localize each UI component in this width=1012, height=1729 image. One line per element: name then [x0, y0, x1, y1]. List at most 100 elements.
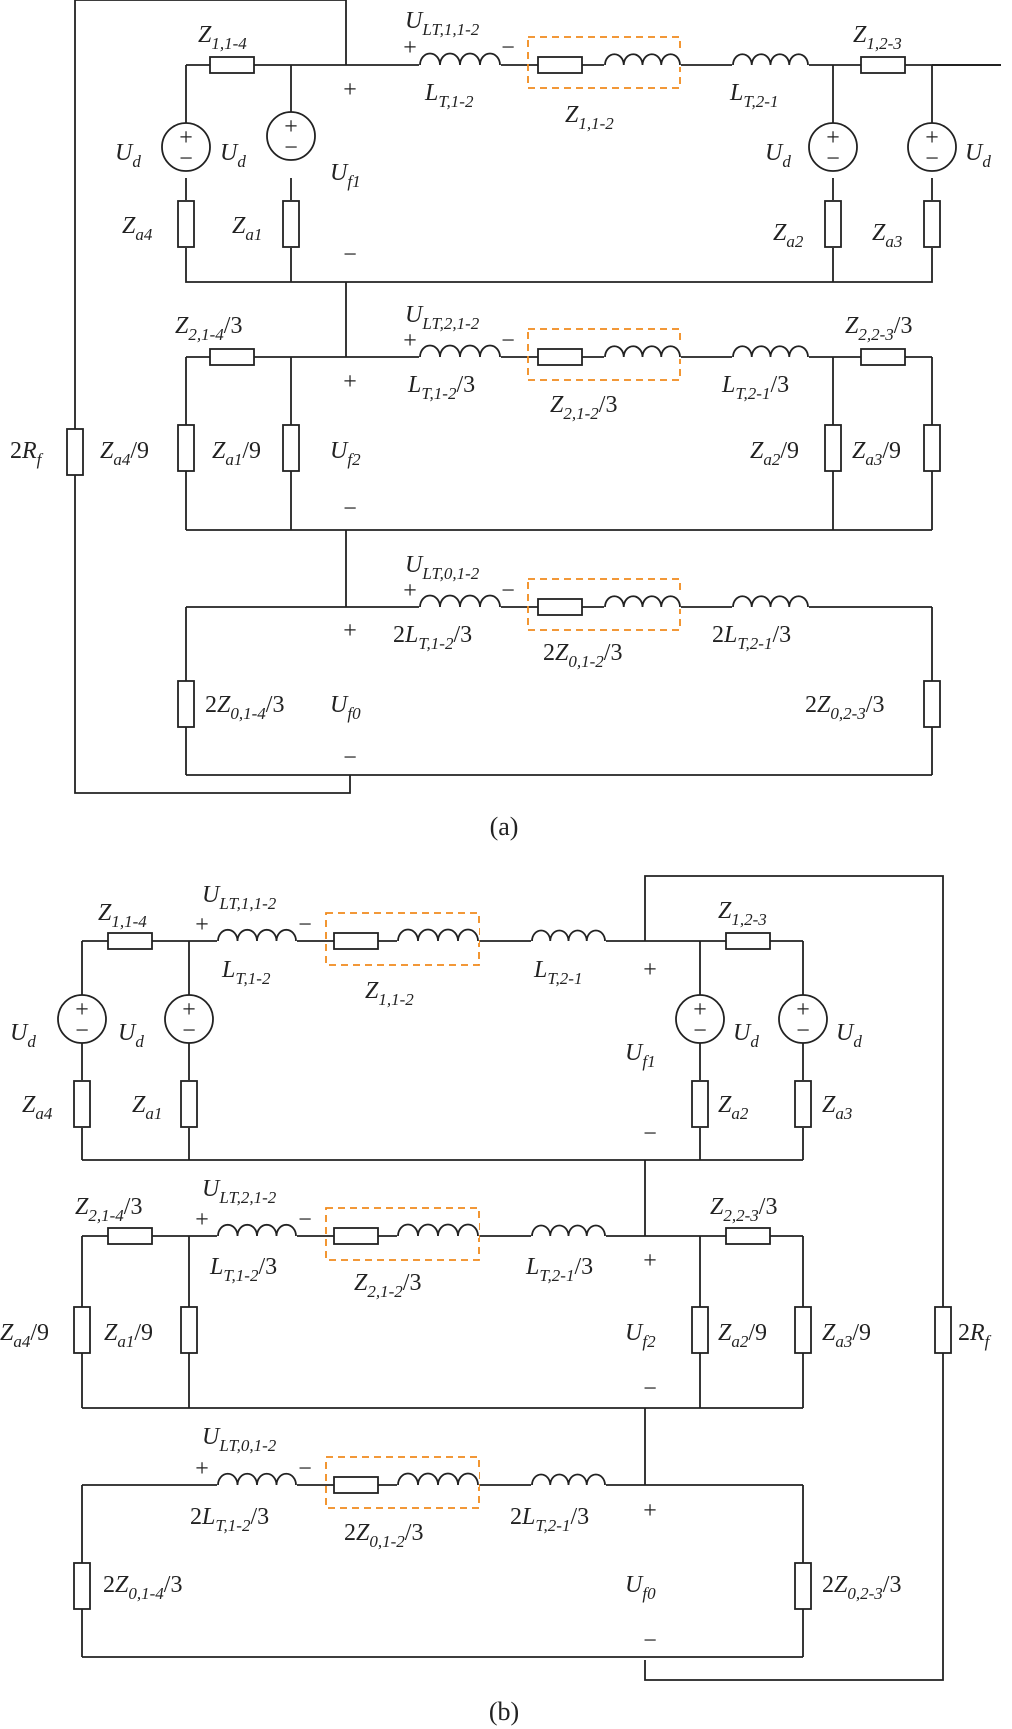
resistor-icon: [177, 200, 195, 248]
label-uf2: Uf2: [625, 1320, 656, 1351]
plus-sign: +: [403, 578, 417, 604]
source-plus: +: [826, 125, 840, 151]
inductor-icon: [531, 1224, 606, 1237]
label-za2: Za2: [773, 220, 804, 251]
label-z023_2_3: 2Z0,2-3/3: [805, 692, 884, 723]
caption-a: (a): [490, 812, 519, 841]
source-plus: +: [693, 997, 707, 1023]
resistor-icon: [824, 424, 842, 472]
plus-sign: +: [195, 912, 209, 938]
source-minus: −: [182, 1018, 196, 1044]
minus-sign: −: [501, 578, 515, 604]
source-minus: −: [796, 1018, 810, 1044]
resistor-icon: [794, 1080, 812, 1128]
resistor-icon: [73, 1562, 91, 1610]
minus-sign: −: [343, 242, 357, 268]
label-lt12_3: LT,1-2/3: [407, 372, 475, 403]
resistor-icon: [282, 200, 300, 248]
source-minus: −: [179, 146, 193, 172]
label-za3_9: Za3/9: [852, 438, 901, 469]
inductor-icon: [217, 1472, 297, 1486]
resistor-icon: [537, 348, 583, 366]
resistor-icon: [209, 56, 255, 74]
inductor-icon: [397, 928, 479, 942]
inductor-icon: [604, 595, 681, 608]
label-lt12_2_3: 2LT,1-2/3: [393, 622, 472, 653]
source-minus: −: [693, 1018, 707, 1044]
resistor-icon: [209, 348, 255, 366]
plus-sign: +: [643, 957, 657, 983]
label-za2: Za2: [718, 1092, 749, 1123]
resistor-icon: [860, 56, 906, 74]
label-ud: Ud: [115, 140, 141, 171]
source-plus: +: [925, 125, 939, 151]
label-lt21: LT,2-1: [533, 957, 582, 988]
label-za3: Za3: [872, 220, 902, 251]
mutual-coupling-box: [325, 1456, 480, 1509]
resistor-icon: [794, 1562, 812, 1610]
source-plus: +: [284, 114, 298, 140]
label-ult2: ULT,2,1-2: [405, 302, 480, 333]
label-z214_3: Z2,1-4/3: [75, 1194, 142, 1225]
resistor-icon: [73, 1306, 91, 1354]
inductor-icon: [397, 1223, 479, 1237]
resistor-icon: [860, 348, 906, 366]
source-minus: −: [75, 1018, 89, 1044]
inductor-icon: [419, 344, 501, 358]
label-ud: Ud: [733, 1020, 759, 1051]
voltage-source-icon: [907, 122, 957, 172]
wire: [185, 248, 933, 283]
label-z223_3: Z2,2-3/3: [845, 313, 912, 344]
label-za4: Za4: [122, 213, 153, 244]
minus-sign: −: [343, 496, 357, 522]
plus-sign: +: [403, 328, 417, 354]
voltage-source-icon: [161, 122, 211, 172]
source-plus: +: [796, 997, 810, 1023]
resistor-icon: [691, 1306, 709, 1354]
label-ud: Ud: [965, 140, 991, 171]
resistor-icon: [824, 200, 842, 248]
label-za2_9: Za2/9: [718, 1320, 767, 1351]
label-z023_2_3: 2Z0,2-3/3: [822, 1572, 901, 1603]
inductor-icon: [732, 53, 809, 66]
label-ud: Ud: [836, 1020, 862, 1051]
plus-sign: +: [643, 1498, 657, 1524]
label-ud: Ud: [118, 1020, 144, 1051]
voltage-source-icon: [675, 994, 725, 1044]
resistor-icon: [177, 424, 195, 472]
label-uf0: Uf0: [625, 1572, 656, 1603]
minus-sign: −: [298, 912, 312, 938]
minus-sign: −: [343, 745, 357, 771]
inductor-icon: [217, 928, 297, 942]
plus-sign: +: [643, 1248, 657, 1274]
resistor-icon: [333, 932, 379, 950]
label-z214_3: Z2,1-4/3: [175, 313, 242, 344]
plus-sign: +: [195, 1456, 209, 1482]
label-z114: Z1,1-4: [198, 22, 247, 53]
label-lt21_3: LT,2-1/3: [525, 1254, 593, 1285]
source-plus: +: [182, 997, 196, 1023]
label-z2112_3: Z2,1-2/3: [354, 1270, 421, 1301]
label-z0112_2_3: 2Z0,1-2/3: [543, 640, 622, 671]
resistor-icon: [177, 680, 195, 728]
label-z123: Z1,2-3: [853, 22, 902, 53]
label-lt21_2_3: 2LT,2-1/3: [712, 622, 791, 653]
mutual-coupling-box: [527, 578, 681, 631]
plus-sign: +: [403, 35, 417, 61]
minus-sign: −: [643, 1121, 657, 1147]
resistor-icon: [537, 56, 583, 74]
wire: [644, 875, 944, 1681]
minus-sign: −: [501, 328, 515, 354]
label-ud: Ud: [10, 1020, 36, 1051]
inductor-icon: [397, 1472, 479, 1486]
mutual-coupling-box: [325, 1207, 480, 1261]
label-uf2: Uf2: [330, 438, 361, 469]
label-ult1: ULT,1,1-2: [405, 8, 480, 39]
label-lt12: LT,1-2: [221, 957, 271, 988]
label-ult2: ULT,2,1-2: [202, 1176, 277, 1207]
source-minus: −: [925, 146, 939, 172]
resistor-icon: [691, 1080, 709, 1128]
resistor-icon: [725, 932, 771, 950]
minus-sign: −: [298, 1456, 312, 1482]
